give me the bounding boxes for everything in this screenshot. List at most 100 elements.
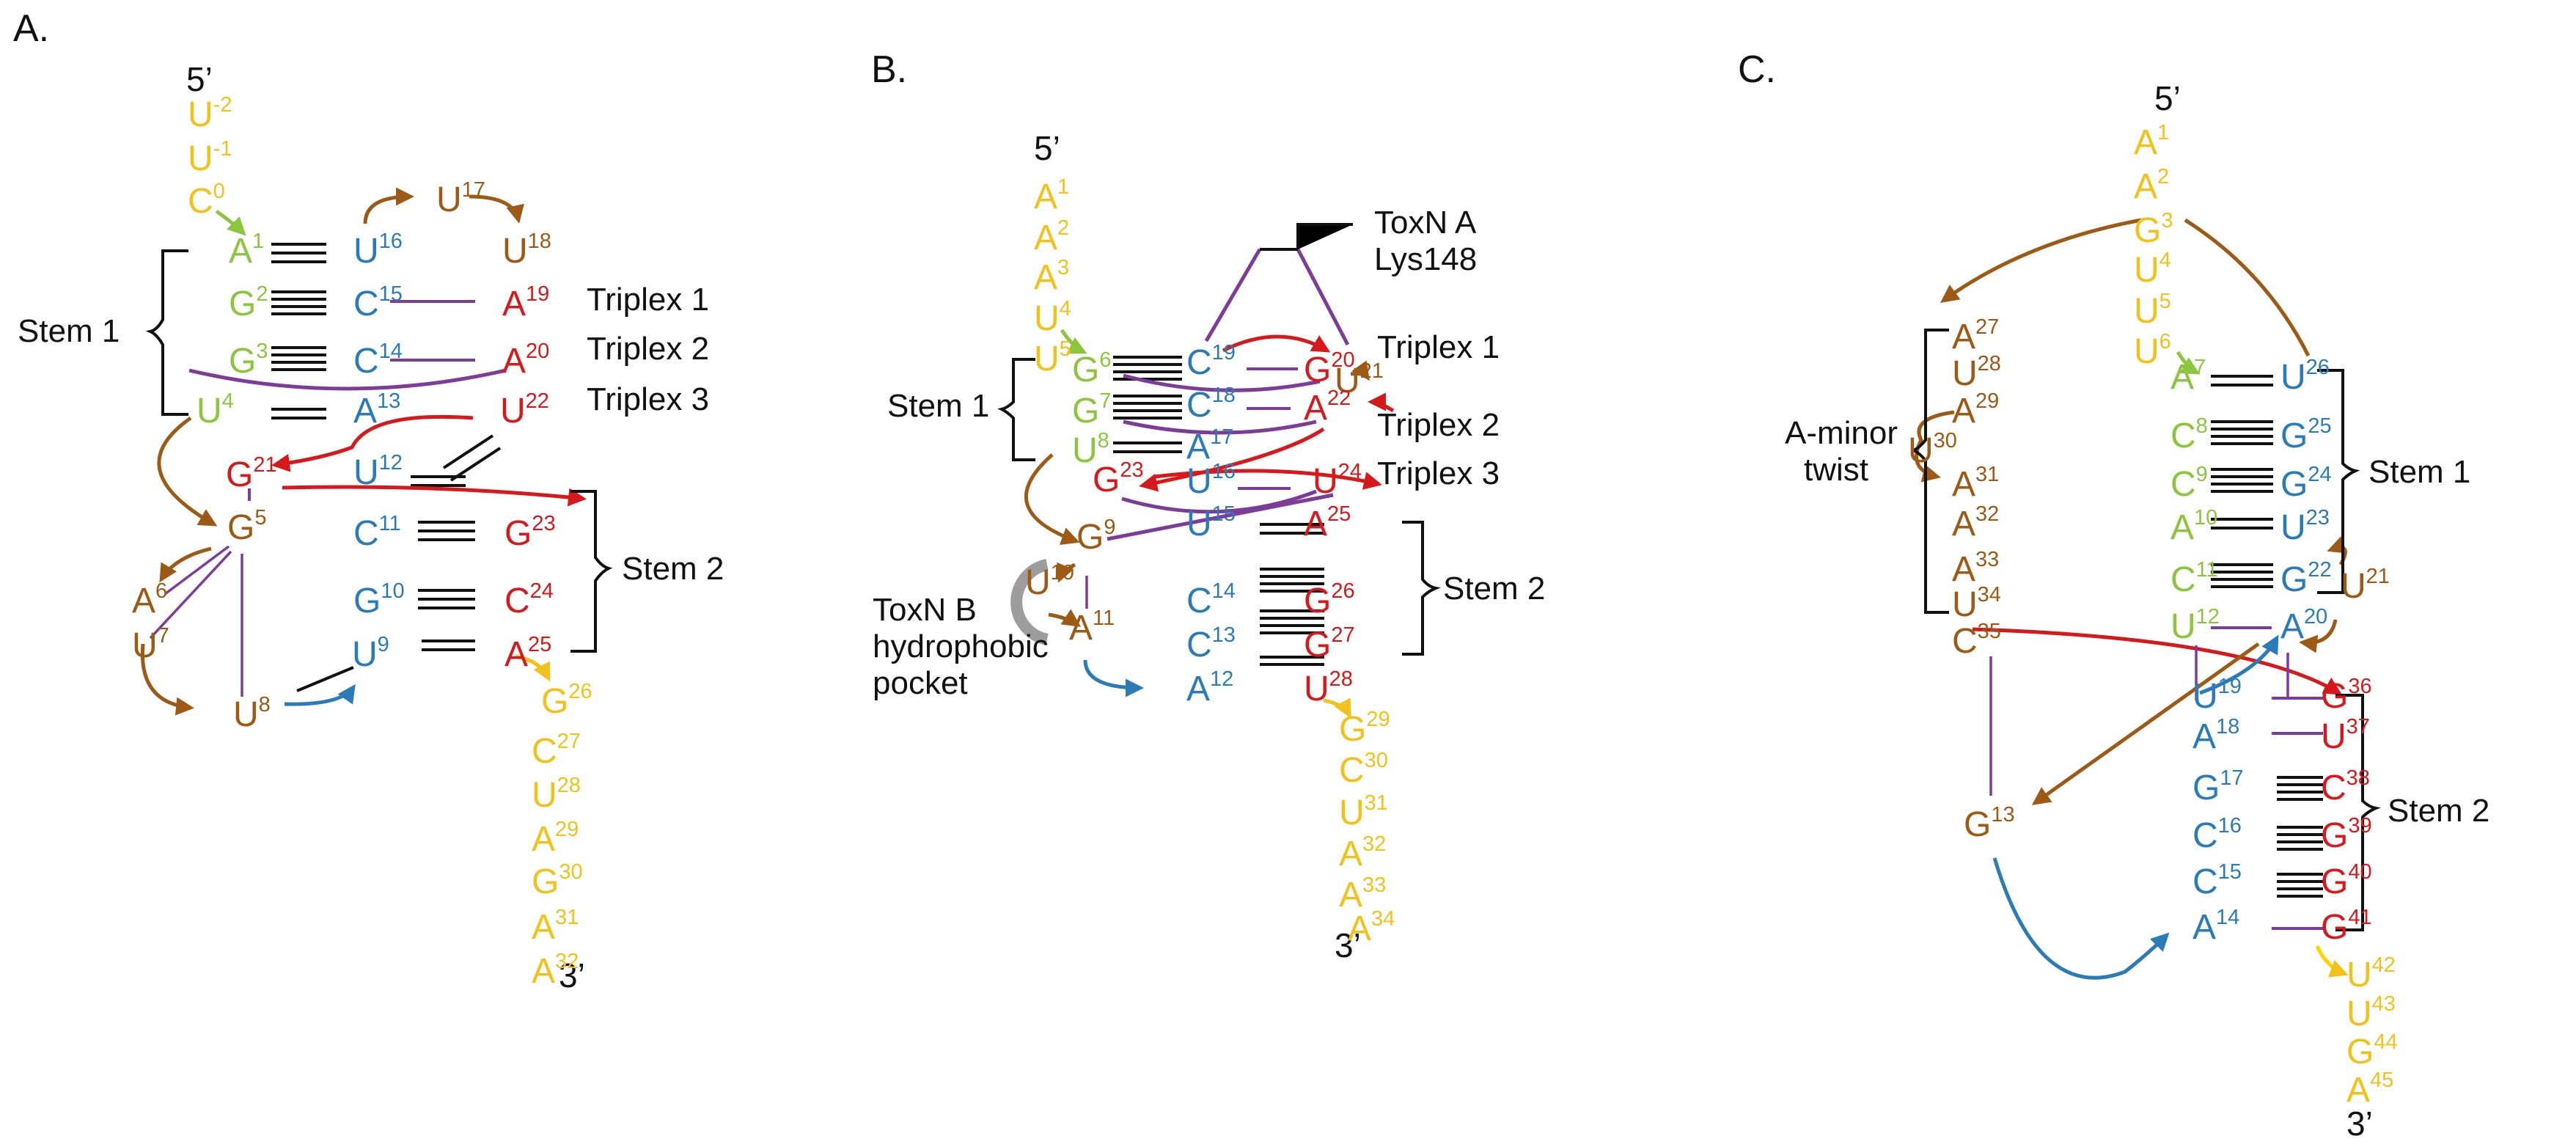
nucleotide-number: 3: [1057, 256, 1069, 279]
nucleotide-base: A: [353, 392, 377, 430]
nucleotide-number: 15: [1212, 502, 1236, 526]
nucleotide-u31: U31: [1339, 791, 1388, 832]
nucleotide-number: 9: [2196, 463, 2208, 486]
nucleotide-number: 22: [526, 389, 549, 413]
nucleotide-number: 39: [2348, 814, 2371, 838]
nucleotide-number: 26: [2306, 356, 2330, 379]
nucleotide-u4: U4: [1034, 297, 1071, 338]
nucleotide-base: U: [500, 392, 526, 430]
nucleotide-u9: U9: [352, 633, 389, 674]
nucleotide-number: 32: [1975, 502, 1999, 526]
nucleotide-c15: C15: [353, 282, 403, 323]
nucleotide-number: 19: [526, 282, 549, 306]
nucleotide-base: A: [1952, 550, 1975, 589]
nucleotide-base: C: [2321, 769, 2346, 807]
nucleotide-a31: A31: [1952, 463, 1999, 504]
nucleotide-a1: A1: [1034, 175, 1069, 216]
nucleotide-u34: U34: [1952, 583, 2001, 624]
nucleotide-u28: U28: [532, 774, 581, 815]
nucleotide-a20: A20: [2280, 605, 2327, 646]
panel-b-triplex1-label: Triplex 1: [1377, 329, 1500, 365]
nucleotide-base: U: [1313, 462, 1338, 501]
nucleotide-base: G: [2192, 769, 2220, 807]
nucleotide-number: 10: [381, 579, 404, 603]
nucleotide-number: 34: [1978, 583, 2001, 607]
nucleotide-number: 15: [2218, 860, 2242, 884]
nucleotide-base: G: [2280, 465, 2308, 504]
panel-b-stem2-label: Stem 2: [1443, 571, 1545, 607]
nucleotide-number: 18: [2216, 715, 2239, 739]
panel-b-label: B.: [871, 48, 907, 91]
nucleotide-number: 4: [2159, 249, 2171, 272]
panel-b-pocket-label: pocket: [873, 665, 968, 701]
nucleotide-base: U: [532, 776, 557, 815]
nucleotide-c27: C27: [532, 730, 581, 771]
nucleotide-base: G: [1304, 626, 1331, 664]
nucleotide-g26: G26: [541, 680, 592, 721]
nucleotide-g6: G6: [1072, 348, 1111, 389]
nucleotide-u24: U24: [1313, 460, 1362, 501]
nucleotide-number: -2: [213, 93, 232, 117]
nucleotide-u8: U8: [1072, 429, 1109, 470]
nucleotide-number: 15: [379, 282, 403, 306]
nucleotide-u43: U43: [2346, 992, 2396, 1033]
nucleotide-g40: G40: [2321, 860, 2372, 901]
nucleotide-base: U: [1339, 794, 1365, 832]
nucleotide-base: C: [353, 342, 379, 381]
nucleotide-base: U: [132, 626, 158, 665]
panel-b-3prime: 3’: [1335, 926, 1361, 964]
nucleotide-c14: C14: [353, 340, 403, 381]
panel-a-triplex3-label: Triplex 3: [587, 381, 709, 417]
nucleotide-number: 27: [1331, 623, 1354, 647]
nucleotide-number: 9: [1104, 516, 1115, 539]
nucleotide-number: 29: [1366, 708, 1390, 731]
nucleotide-base: G: [532, 862, 559, 901]
nucleotide-number: 45: [2370, 1069, 2393, 1092]
nucleotide-number: 18: [528, 230, 551, 253]
nucleotide-g39: G39: [2321, 814, 2372, 855]
nucleotide-base: A: [229, 232, 252, 271]
nucleotide-c16: C16: [2192, 814, 2242, 855]
panel-c-stem2-label: Stem 2: [2388, 793, 2489, 829]
nucleotide-base: A: [1186, 670, 1210, 708]
nucleotide-a1: A1: [2134, 121, 2169, 162]
nucleotide-base: C: [2192, 816, 2218, 855]
nucleotide-number: 14: [1212, 579, 1236, 603]
nucleotide-number: 24: [1338, 460, 1362, 483]
nucleotide-base: A: [1339, 876, 1362, 915]
nucleotide-base: C: [2170, 465, 2196, 504]
nucleotide-g9: G9: [1076, 516, 1115, 557]
nucleotide-number: 1: [252, 230, 264, 253]
nucleotide-base: A: [532, 820, 555, 859]
nucleotide-number: 27: [557, 730, 581, 753]
nucleotide-base: U: [1025, 563, 1051, 602]
nucleotide-a31: A31: [532, 906, 579, 947]
nucleotide-g23: G23: [1093, 458, 1144, 499]
nucleotide-base: C: [1952, 622, 1978, 661]
panel-a-triplex1-label: Triplex 1: [587, 282, 709, 318]
nucleotide-number: 24: [530, 579, 554, 603]
nucleotide-u4: U4: [2134, 249, 2171, 290]
nucleotide-a33: A33: [1339, 873, 1386, 915]
nucleotide-base: C: [532, 732, 557, 771]
nucleotide-g3: G3: [2134, 209, 2173, 250]
nucleotide-number: 4: [1060, 297, 1071, 320]
nucleotide-a45: A45: [2346, 1069, 2393, 1110]
nucleotide-base: U: [1034, 299, 1060, 338]
nucleotide-number: 13: [1991, 803, 2014, 827]
panel-b-triplex3-label: Triplex 3: [1377, 455, 1500, 491]
nucleotide-a7: A7: [2170, 356, 2206, 397]
nucleotide-u19: U19: [2192, 675, 2242, 716]
nucleotide-u4: U4: [197, 389, 234, 430]
hydrophobic-pocket-arc: [1010, 559, 1049, 645]
nucleotide-u17: U17: [436, 178, 485, 219]
nucleotide-c0: C0: [188, 180, 225, 221]
nucleotide-base: A: [2192, 908, 2216, 947]
nucleotide-number: 27: [1975, 315, 1999, 339]
nucleotide-number: 13: [1212, 623, 1236, 647]
nucleotide-a17: A17: [1186, 425, 1233, 466]
nucleotide-number: 33: [1362, 873, 1386, 897]
panel-b-triplex2-label: Triplex 2: [1377, 407, 1500, 443]
nucleotide-base: G: [1093, 461, 1120, 499]
